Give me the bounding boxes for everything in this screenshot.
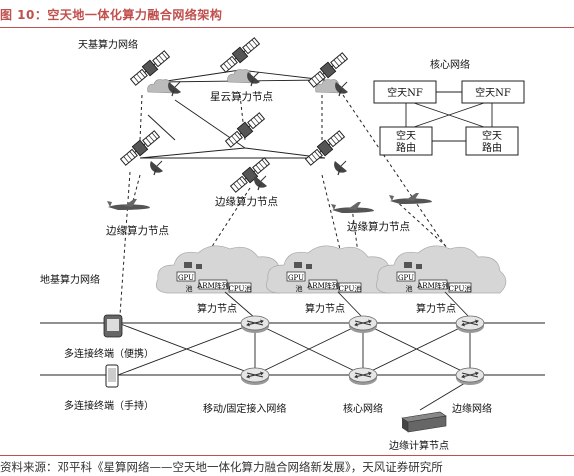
gpu-chip-label: GPU [398,274,414,282]
ground-network-label: 地基算力网络 [40,273,100,286]
router-icon [240,367,270,386]
handheld-terminal-icon [105,364,119,388]
compute-node-2-label: 算力节点 [305,302,345,315]
router-icon [348,367,378,386]
compute-node-3-label: 算力节点 [416,302,456,315]
aircraft-icon [331,202,374,213]
pool-label: 池 [186,284,193,293]
access-network-label: 移动/固定接入网络 [203,402,286,415]
router-icon [455,315,485,334]
compute-cloud-1: GPU 池 ARM阵列 CPU池 [155,245,287,294]
terminal-portable-label: 多连接终端（便携） [64,347,154,360]
router-icon [240,315,270,334]
gpu-chip-label: GPU [288,274,304,282]
router-right-label-2: 路由 [482,141,502,154]
pool-label: 池 [406,284,413,293]
aircraft-icon [107,199,150,210]
star-cloud-node-label: 星云算力节点 [210,90,273,103]
arm-chip-label: ARM阵列 [306,281,339,290]
compute-node-1-label: 算力节点 [197,302,237,315]
router-left-label-2: 路由 [396,141,416,154]
arm-chip-label: ARM阵列 [196,281,229,290]
air-edge-node-left-label: 边缘算力节点 [106,224,169,237]
core-network-panel: 核心网络 空天NF 空天NF 空天 路由 空天 路由 [373,58,525,156]
gpu-chip-label: GPU [178,274,194,282]
satellite-icon [118,128,162,168]
router-icon [348,315,378,334]
arm-chip-label: ARM阵列 [416,281,449,290]
satellite-icon [218,35,262,75]
nf-left-label: 空天NF [387,86,423,99]
terminal-handheld-label: 多连接终端（手持） [64,399,154,412]
core-network-label: 核心网络 [343,402,383,415]
cpu-chip-label: CPU池 [339,284,362,293]
compute-cloud-3: GPU 池 ARM阵列 CPU池 [375,245,507,294]
edge-network-label: 边缘网络 [452,402,492,415]
compute-cloud-2: GPU 池 ARM阵列 CPU池 [265,245,397,294]
figure-title: 图 10：空天地一体化算力融合网络架构 [0,8,223,22]
satellite-icon [223,110,267,150]
cpu-chip-label: CPU池 [449,284,472,293]
router-icon [455,367,485,386]
cpu-chip-label: CPU池 [229,284,252,293]
dish-icon [333,160,348,176]
dish-icon [246,71,261,87]
dish-icon [149,160,164,176]
air-edge-node-right-label: 边缘算力节点 [347,220,410,233]
title-rule [0,27,574,28]
edge-compute-site-label: 边缘计算节点 [389,439,449,452]
space-network-label: 天基算力网络 [78,38,138,51]
figure-source: 资料来源：邓平科《星算网络——空天地一体化算力融合网络新发展》，天风证券研究所 [0,460,443,474]
nf-right-label: 空天NF [475,86,511,99]
source-rule [0,455,574,456]
dish-icon [253,175,268,191]
router-left-label-1: 空天 [396,129,416,142]
pool-label: 池 [296,284,303,293]
portable-terminal-icon [103,314,123,338]
satellite-icon [303,128,347,168]
dish-icon [334,81,349,97]
dish-icon [167,81,182,97]
server-icon [401,411,447,433]
edge-compute-node-label: 边缘算力节点 [215,195,278,208]
core-network-panel-title: 核心网络 [430,58,470,71]
router-right-label-1: 空天 [482,129,502,142]
